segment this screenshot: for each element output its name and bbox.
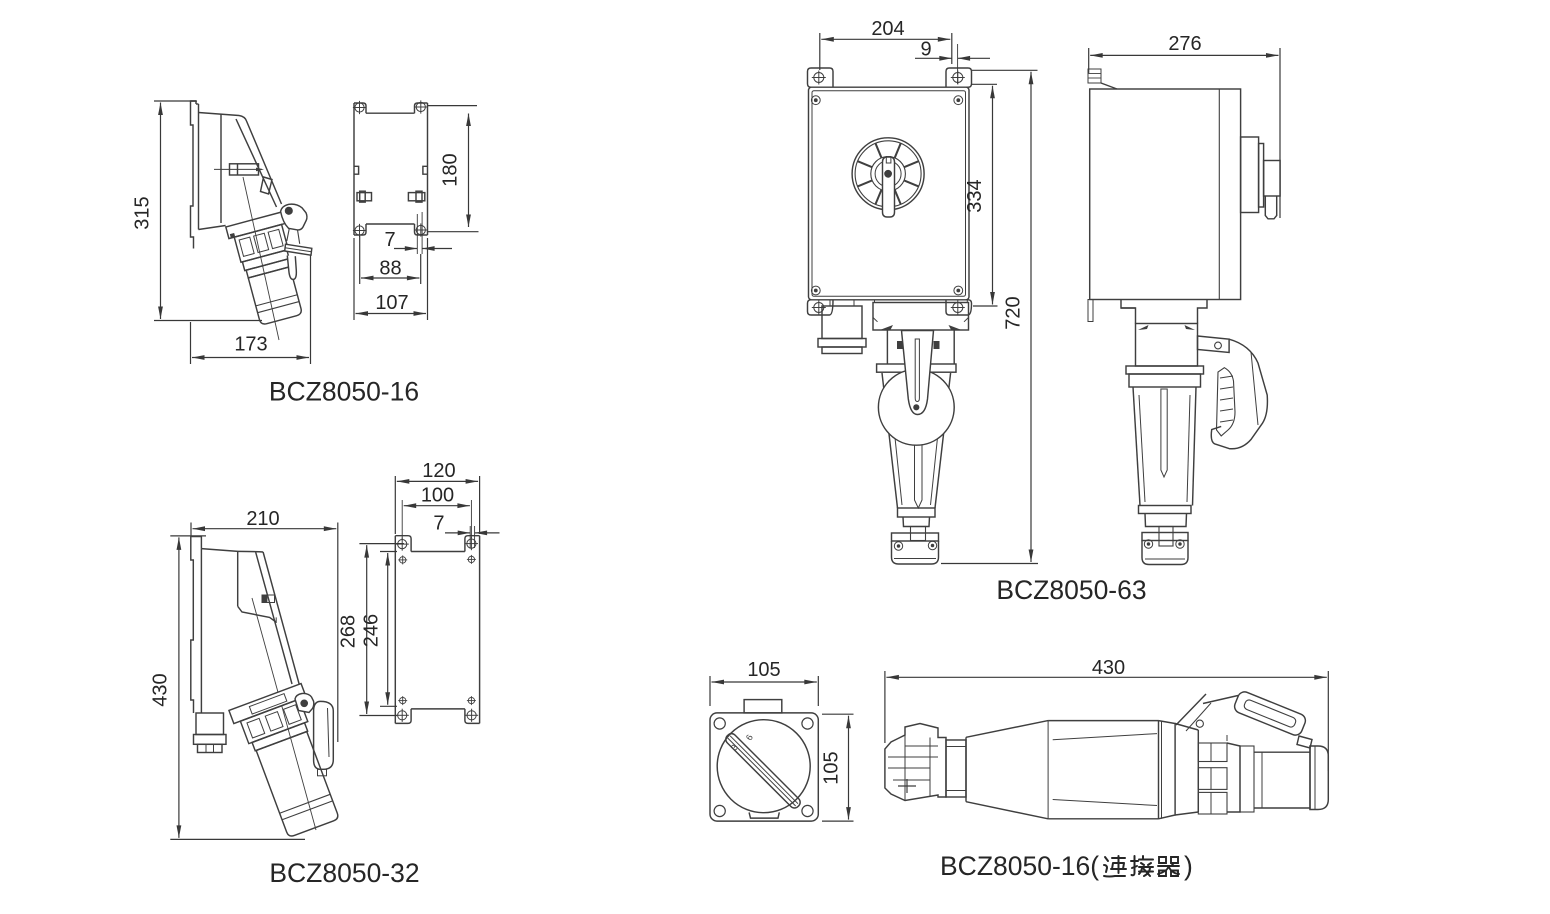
svg-text:430: 430	[1092, 657, 1125, 679]
svg-text:210: 210	[246, 508, 279, 530]
svg-text:180: 180	[440, 153, 462, 186]
svg-text:): )	[1184, 851, 1193, 881]
svg-text:268: 268	[338, 615, 360, 648]
svg-text:BCZ8050-63: BCZ8050-63	[996, 575, 1146, 605]
svg-text:276: 276	[1168, 33, 1201, 55]
svg-text:7: 7	[433, 513, 444, 535]
svg-text:3: 3	[729, 743, 740, 752]
svg-text:430: 430	[150, 673, 172, 706]
svg-text:7: 7	[384, 229, 395, 251]
svg-text:9: 9	[920, 39, 931, 61]
svg-text:BCZ8050-16: BCZ8050-16	[269, 377, 419, 407]
svg-text:105: 105	[747, 659, 780, 681]
svg-text:BCZ8050-32: BCZ8050-32	[269, 858, 419, 888]
svg-text:204: 204	[871, 18, 904, 40]
svg-text:88: 88	[379, 258, 401, 280]
svg-text:107: 107	[375, 292, 408, 314]
svg-text:334: 334	[964, 179, 986, 212]
svg-text:720: 720	[1003, 296, 1025, 329]
svg-text:100: 100	[421, 485, 454, 507]
svg-text:315: 315	[132, 196, 154, 229]
svg-text:105: 105	[821, 751, 843, 784]
svg-text:BCZ8050-16(: BCZ8050-16(	[940, 851, 1099, 881]
svg-text:246: 246	[361, 614, 383, 647]
svg-text:173: 173	[234, 334, 267, 356]
svg-text:6: 6	[744, 733, 755, 742]
svg-text:120: 120	[422, 460, 455, 482]
